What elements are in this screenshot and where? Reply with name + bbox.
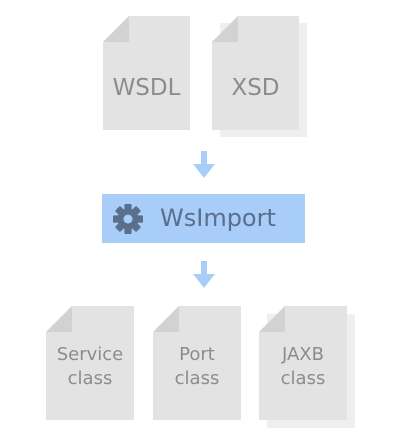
wsdl-document: WSDL (103, 16, 190, 130)
wsdl-label: WSDL (112, 75, 181, 101)
wsimport-tool: WsImport (102, 194, 305, 243)
xsd-label: XSD (231, 75, 280, 101)
arrow-down-icon (193, 151, 215, 178)
port-class-document: Port class (153, 306, 241, 420)
xsd-document: XSD (212, 16, 307, 137)
service-class-document: Service class (46, 306, 134, 420)
document-stack-shape (259, 306, 355, 428)
document-shape (103, 16, 190, 130)
service-class-label: Service class (56, 344, 124, 389)
arrow-down-icon (193, 261, 215, 288)
document-shape (46, 306, 134, 420)
jaxb-class-document: JAXB class (259, 306, 355, 428)
port-class-label: Port class (174, 344, 220, 389)
document-shape (153, 306, 241, 420)
wsimport-label: WsImport (160, 204, 276, 232)
jaxb-class-label: JAXB class (280, 344, 326, 389)
document-stack-shape (212, 16, 307, 137)
gear-icon (113, 204, 143, 234)
